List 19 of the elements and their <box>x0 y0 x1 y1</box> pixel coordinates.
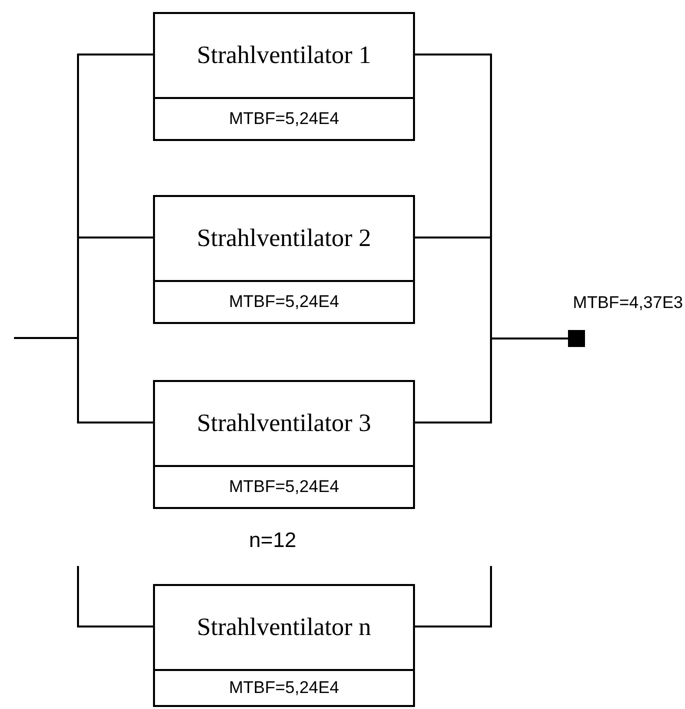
block-box <box>153 380 415 509</box>
block-name: Strahlventilator n <box>196 612 372 643</box>
mtbf-value: MTBF=5,24E4 <box>155 465 413 507</box>
block-name: Strahlventilator 3 <box>196 408 372 439</box>
count-label: n=12 <box>249 530 296 551</box>
mtbf-value: MTBF=5,24E4 <box>155 669 413 705</box>
mtbf-label: MTBF=4,37E3 <box>572 294 683 311</box>
connector-line <box>77 566 153 628</box>
block-name: Strahlventilator 1 <box>196 40 372 71</box>
block-box <box>153 584 415 707</box>
connector-line <box>14 337 153 424</box>
connector-line <box>415 566 492 628</box>
mtbf-value: MTBF=5,24E4 <box>155 97 413 139</box>
block-name: Strahlventilator 2 <box>196 224 372 254</box>
block-box <box>153 195 415 324</box>
connector-line <box>415 338 568 424</box>
block-box <box>153 12 415 141</box>
terminal-square <box>568 330 585 347</box>
mtbf-value: MTBF=5,24E4 <box>155 280 413 322</box>
